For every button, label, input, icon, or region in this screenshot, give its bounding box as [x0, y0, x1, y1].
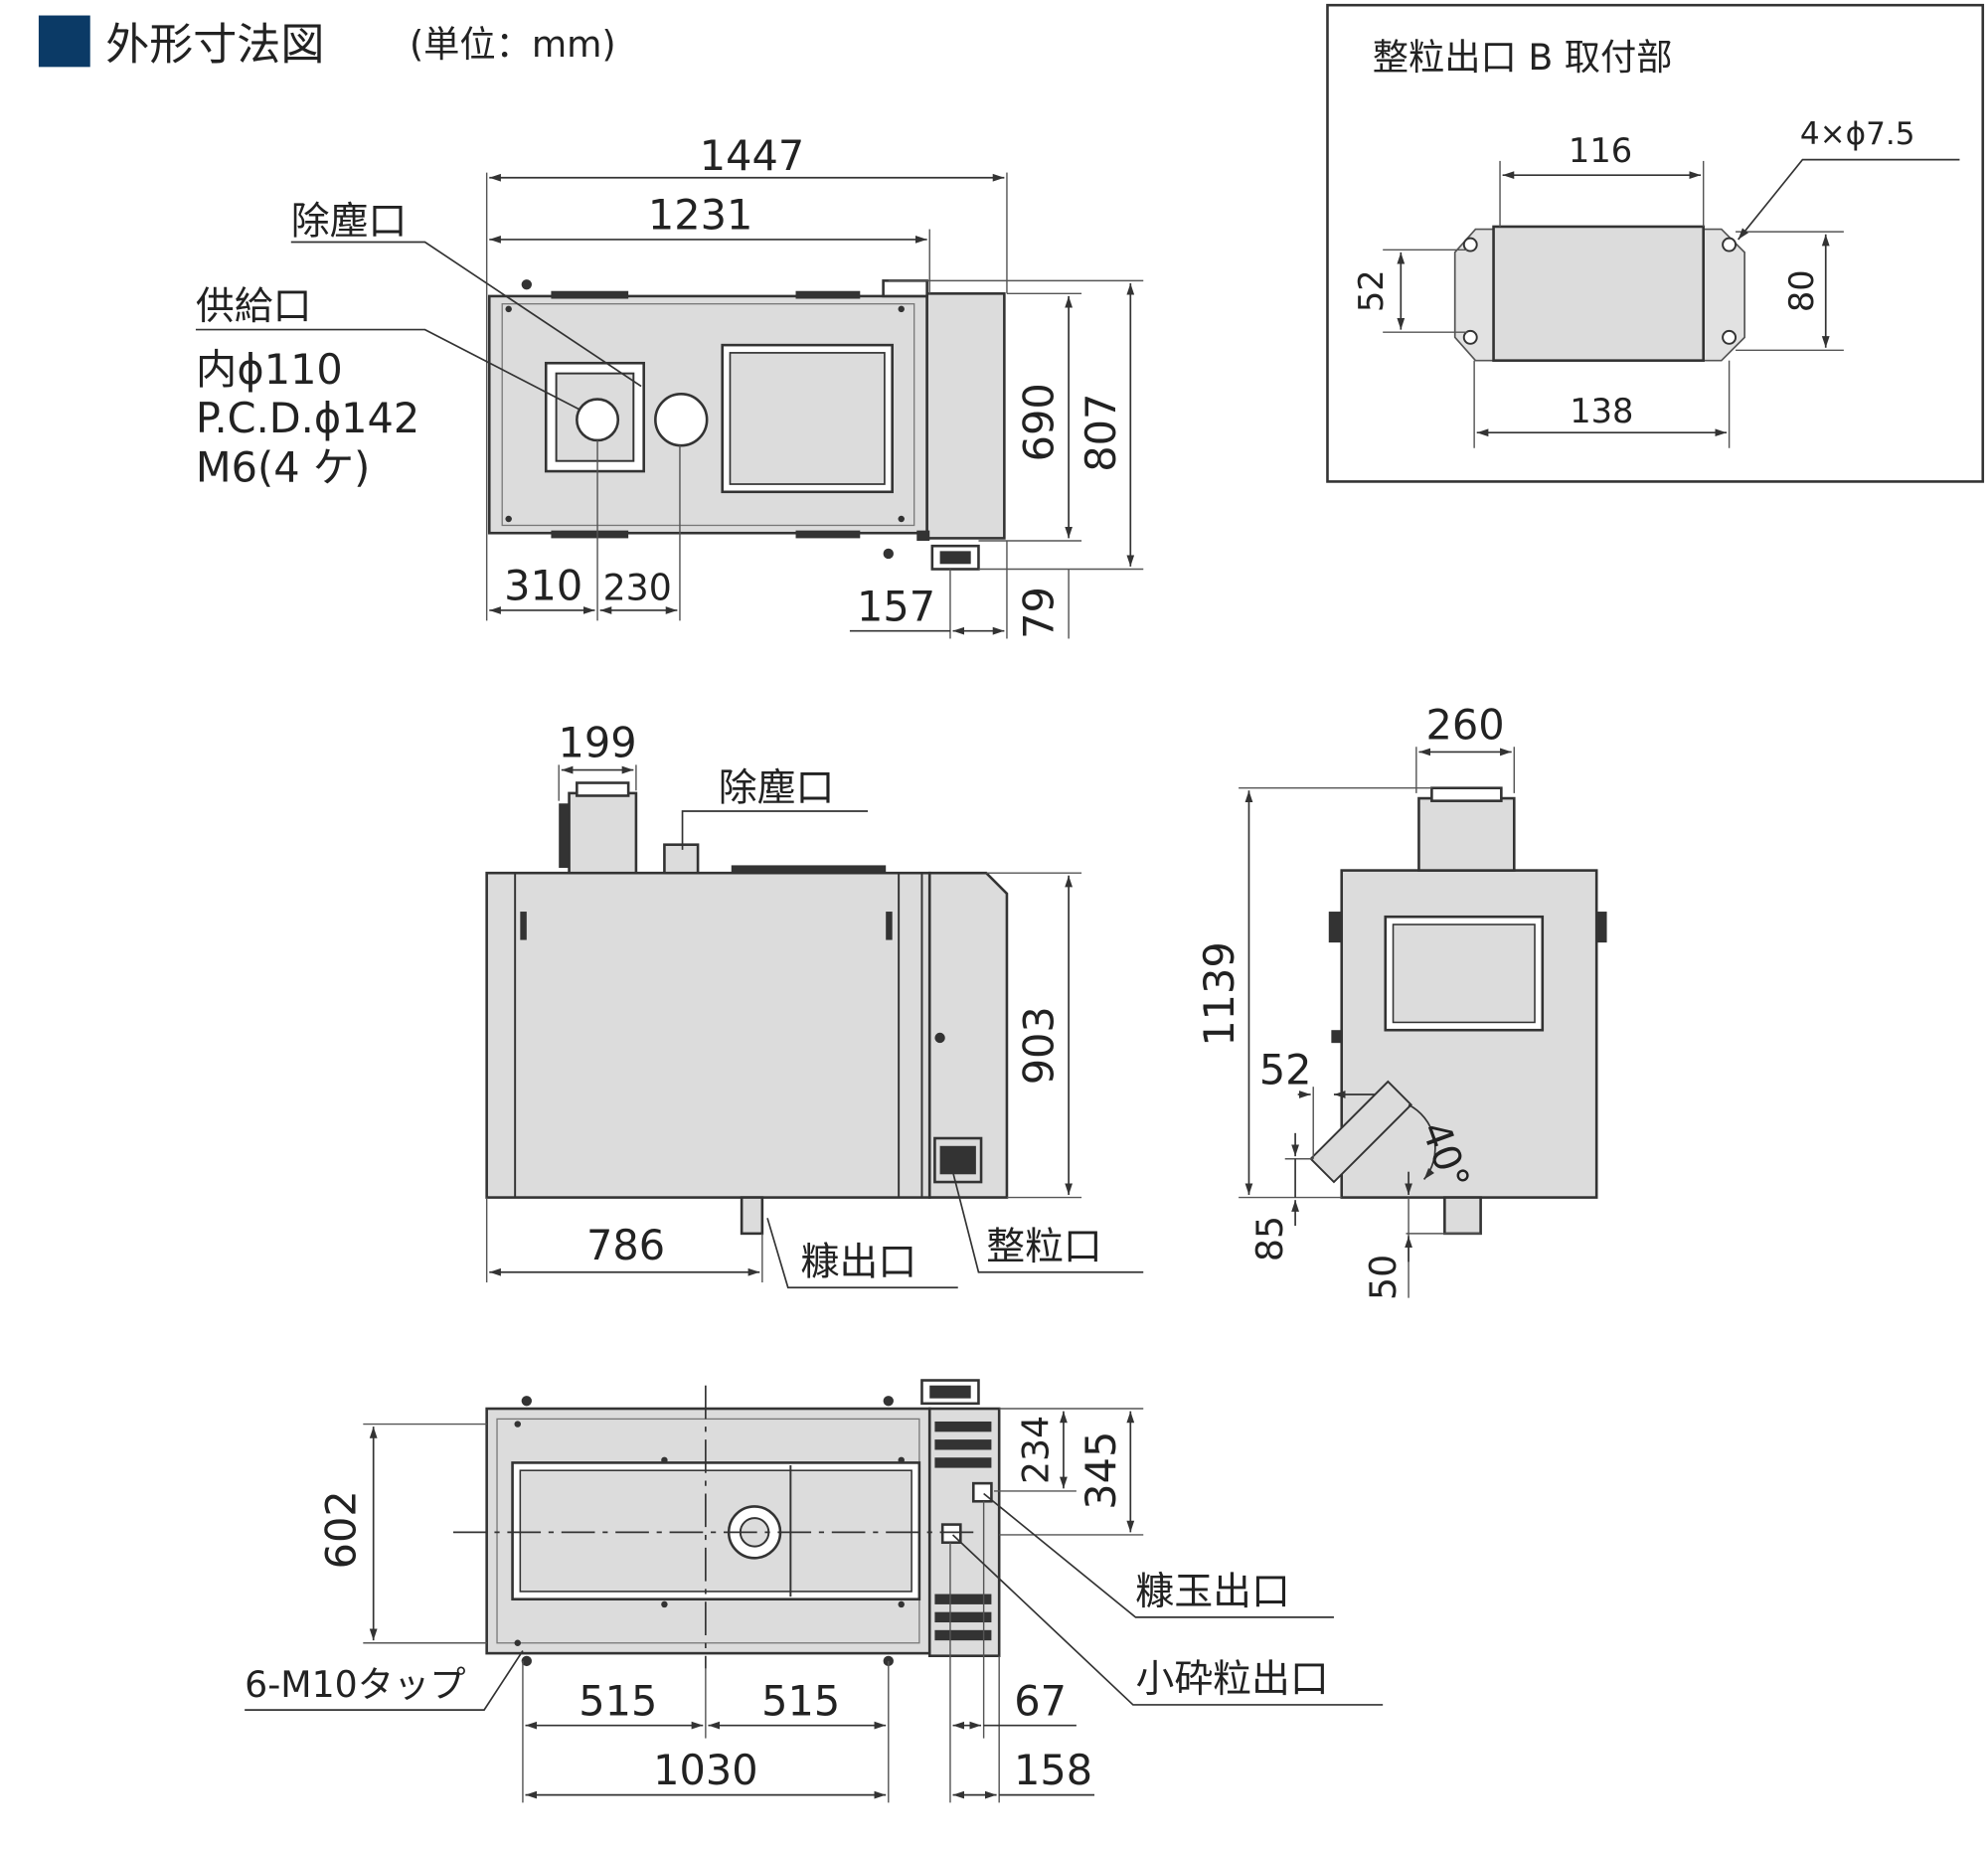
- inset-holes-label: 4×ϕ7.5: [1800, 116, 1915, 152]
- front-dim-903: 903: [1016, 1006, 1064, 1085]
- top-label-supply-port: 供給口: [196, 284, 312, 329]
- bottom-label-tap: 6-M10タップ: [245, 1663, 465, 1706]
- top-dim-1447: 1447: [700, 132, 804, 180]
- bottom-dim-515-right: 515: [761, 1677, 840, 1725]
- inset-panel: 整粒出口 B 取付部 116 138 52 80 4×ϕ7.5: [1326, 3, 1985, 483]
- side-view: 40° 260 1139 52 85 50: [1196, 701, 1607, 1300]
- side-dim-52: 52: [1259, 1047, 1312, 1094]
- top-dim-690: 690: [1016, 383, 1064, 461]
- top-label-m6: M6(4 ケ): [196, 443, 370, 491]
- bottom-dim-234: 234: [1014, 1416, 1057, 1484]
- bottom-label-broken-outlet: 小砕粒出口: [1135, 1657, 1328, 1702]
- bottom-dim-515-left: 515: [579, 1677, 657, 1725]
- heading: 外形寸法図 (単位：mm): [38, 15, 616, 71]
- bottom-dim-1030: 1030: [653, 1747, 757, 1794]
- front-label-dust-port: 除塵口: [719, 766, 835, 811]
- inset-dim-52: 52: [1352, 269, 1391, 312]
- side-dim-260: 260: [1426, 701, 1505, 749]
- heading-unit: (単位：mm): [410, 23, 616, 66]
- top-label-inner-dia: 内ϕ110: [196, 346, 343, 394]
- bottom-dim-67: 67: [1014, 1677, 1067, 1725]
- top-dim-807: 807: [1077, 394, 1125, 472]
- inset-flange: [1453, 225, 1745, 362]
- inset-dim-80: 80: [1782, 269, 1821, 312]
- bottom-dim-345: 345: [1077, 1431, 1125, 1510]
- side-dim-85: 85: [1248, 1216, 1291, 1261]
- top-dim-157: 157: [857, 583, 935, 630]
- top-dim-79: 79: [1016, 587, 1064, 639]
- front-dim-199: 199: [559, 720, 637, 767]
- bottom-dim-602: 602: [318, 1490, 366, 1569]
- top-dim-310: 310: [504, 563, 582, 610]
- front-label-bran-outlet: 糠出口: [801, 1240, 917, 1284]
- heading-title: 外形寸法図: [105, 20, 324, 71]
- top-dim-1231: 1231: [648, 192, 752, 240]
- front-label-sorted-outlet: 整粒口: [986, 1225, 1102, 1269]
- top-view: 1447 1231 690 807 310 230 157 79 除塵口 供給口…: [196, 132, 1144, 639]
- top-label-pcd: P.C.D.ϕ142: [196, 395, 419, 442]
- inset-dim-116: 116: [1569, 131, 1632, 170]
- top-label-dust-port: 除塵口: [291, 200, 408, 245]
- inset-dim-138: 138: [1570, 392, 1633, 430]
- bottom-view: 602 515 515 1030 234 345 67 158 6-M10タップ…: [245, 1379, 1384, 1803]
- front-dim-786: 786: [586, 1222, 665, 1269]
- heading-square-icon: [38, 15, 90, 68]
- bottom-dim-158: 158: [1014, 1747, 1092, 1794]
- inset-title: 整粒出口 B 取付部: [1373, 36, 1673, 79]
- side-dim-50: 50: [1362, 1255, 1405, 1300]
- top-dim-230: 230: [603, 567, 672, 609]
- front-view: 199 903 786 除塵口 糠出口 整粒口: [485, 720, 1144, 1289]
- side-dim-1139: 1139: [1196, 941, 1243, 1046]
- bottom-label-bran-ball-outlet: 糠玉出口: [1135, 1570, 1289, 1614]
